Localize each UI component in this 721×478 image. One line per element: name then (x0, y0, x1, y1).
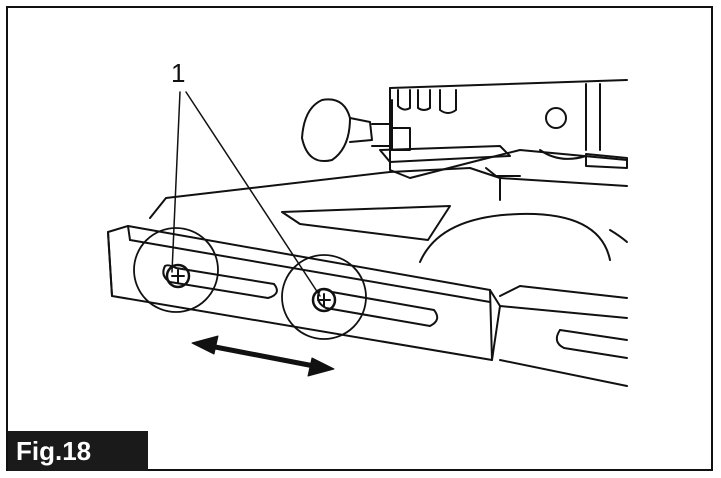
callout-leader-lines (171, 91, 321, 297)
base-plate (149, 167, 628, 263)
guide-rail (379, 145, 628, 169)
screw-left (165, 263, 191, 289)
highlight-circle-right (281, 254, 367, 340)
tool-housing (389, 79, 628, 179)
screw-right (311, 287, 337, 313)
figure-label: Fig.18 (8, 431, 148, 471)
double-arrow-icon (191, 335, 335, 377)
highlight-circle-left (133, 227, 219, 313)
figure-frame (6, 6, 713, 471)
knob (301, 98, 391, 162)
base-shoe-left (107, 225, 501, 361)
base-shoe-right (499, 285, 628, 387)
callout-number: 1 (171, 58, 186, 88)
